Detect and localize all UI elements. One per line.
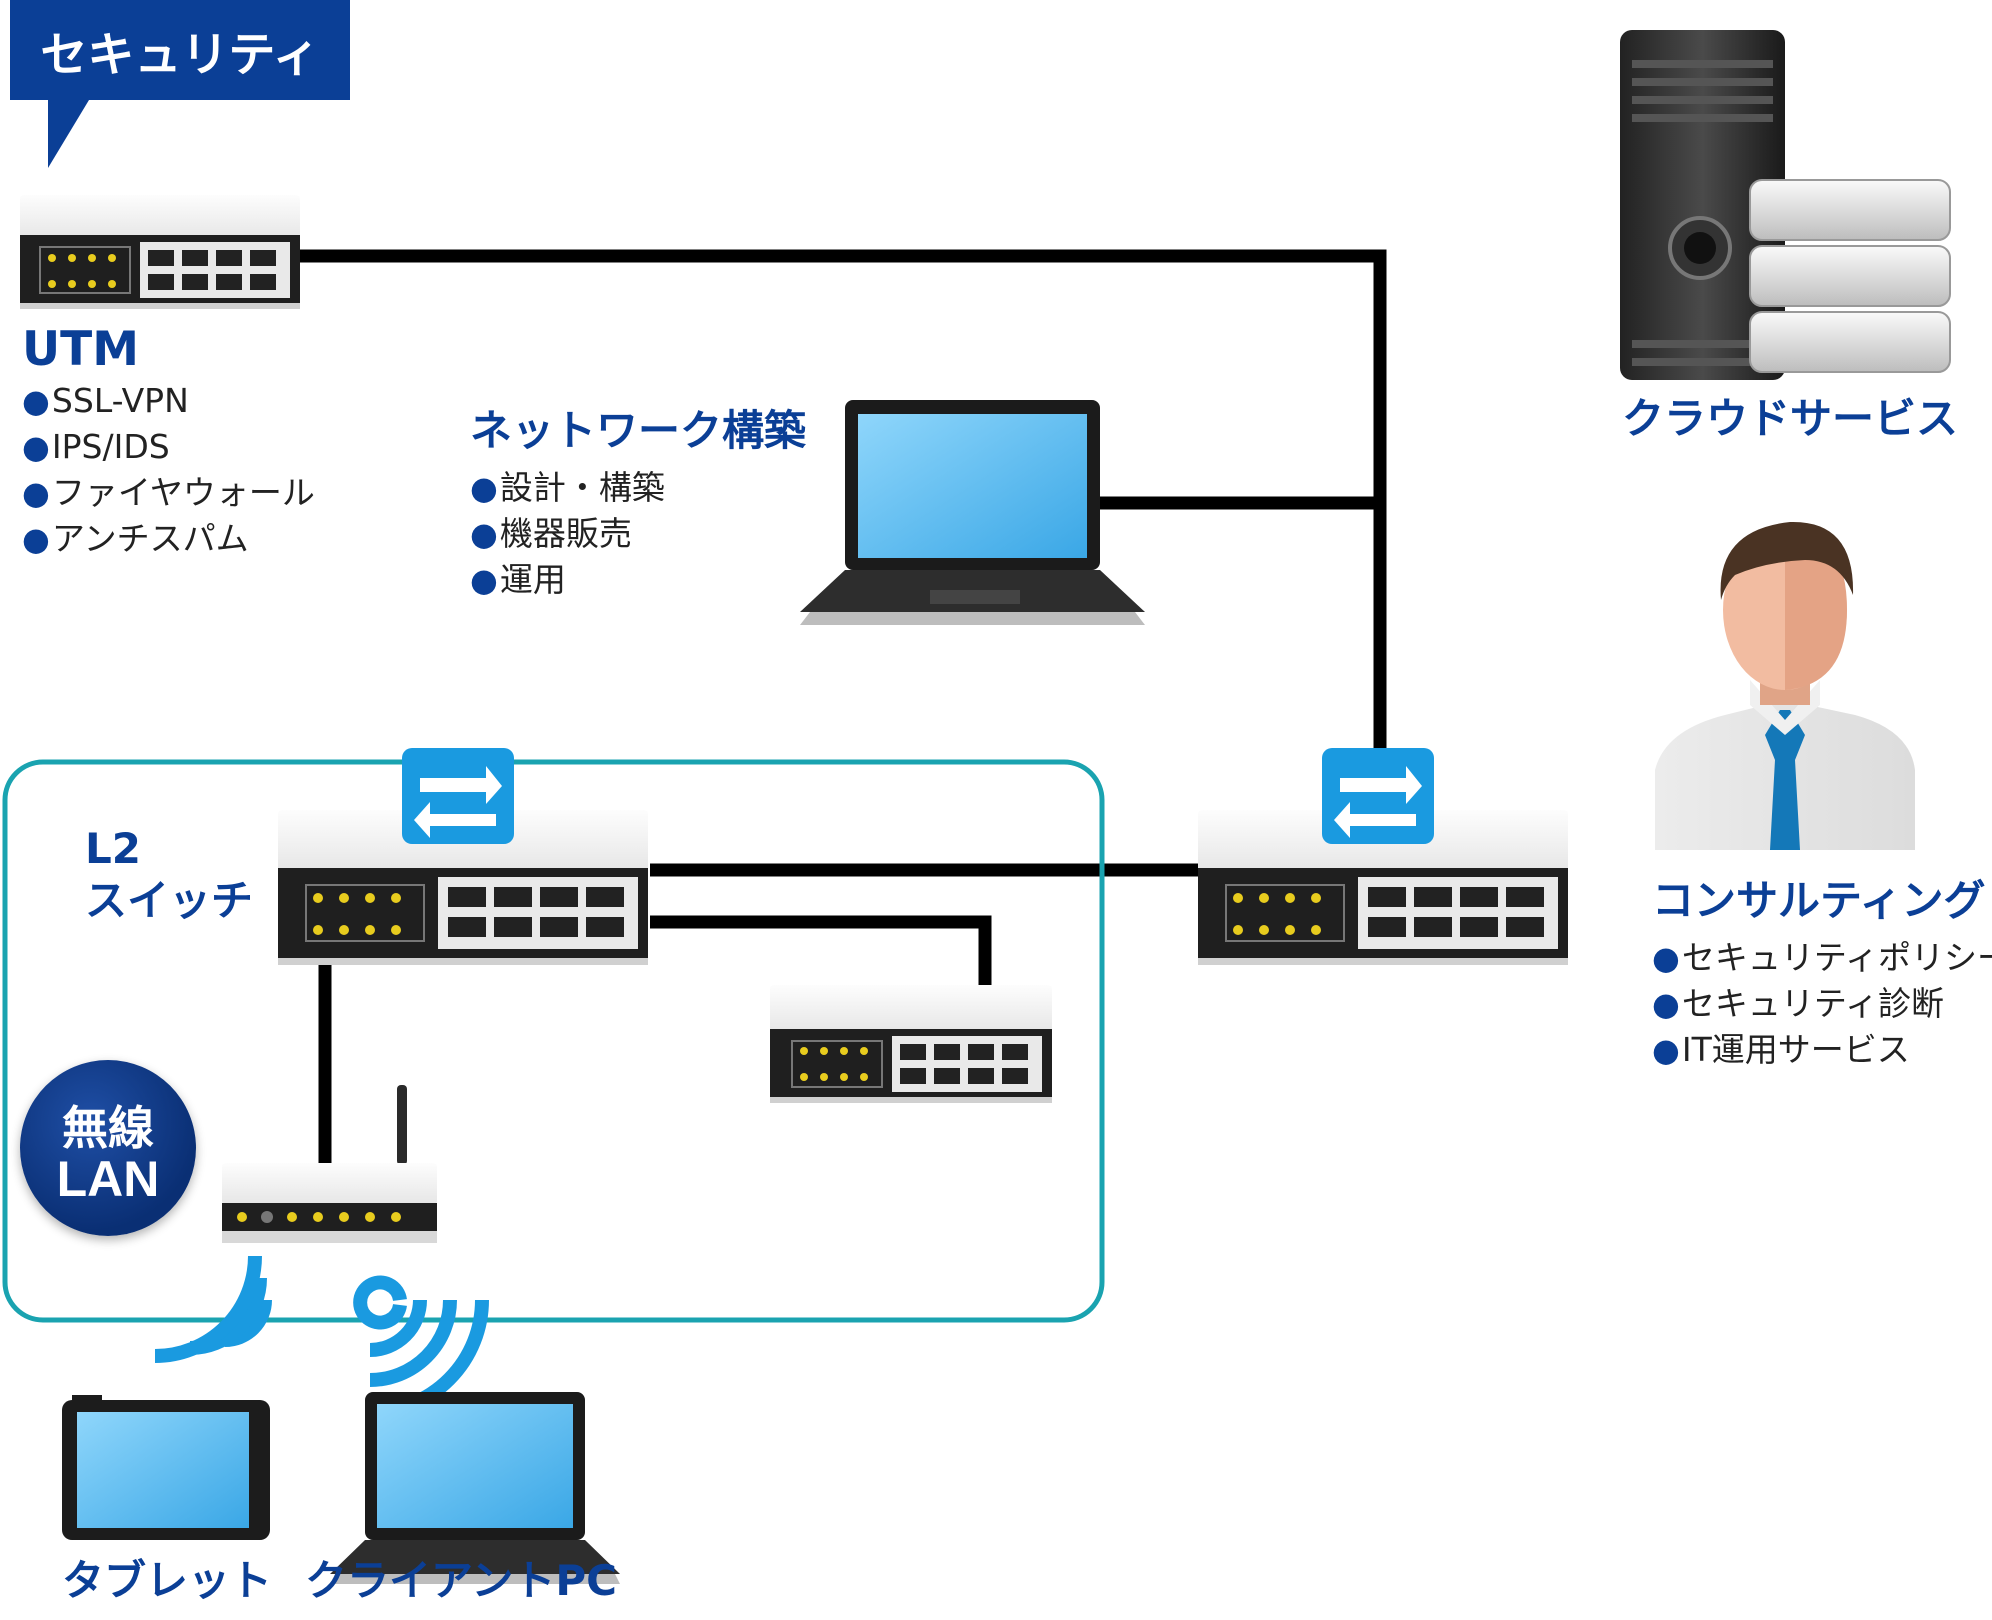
wifi-icon [353, 1275, 489, 1419]
list-item: ●機器販売 [470, 514, 632, 553]
person-icon [1655, 521, 1915, 850]
cloud-title: クラウドサービス [1622, 394, 1959, 443]
l2-switch-label-line2: スイッチ [85, 876, 254, 925]
security-tag: セキュリティ [10, 0, 350, 100]
list-item: ●SSL-VPN [22, 381, 189, 420]
list-item: ●設計・構築 [470, 468, 665, 507]
client-pc-label: クライアントPC [305, 1556, 617, 1605]
cables [296, 249, 1387, 1165]
hub-device-icon [770, 985, 1052, 1103]
wifi-icon [154, 1255, 272, 1363]
laptop-icon [800, 400, 1145, 625]
wireless-lan-badge: 無線 LAN [20, 1060, 196, 1236]
security-tag-tail [48, 95, 92, 168]
list-item: ●IT運用サービス [1652, 1030, 1910, 1069]
switch-icon [1322, 748, 1434, 844]
l2-segment-frame [2, 759, 1105, 1323]
server-tower-icon [1620, 30, 1785, 380]
database-icon [1749, 179, 1951, 373]
l2-switch-label-line1: L2 [85, 824, 141, 873]
cable-l2-to-hub [650, 915, 992, 985]
network-title: ネットワーク構築 [470, 406, 807, 455]
cable-utm-to-core [296, 249, 1387, 760]
tablet-icon [62, 1395, 270, 1540]
utm-appliance-icon [20, 195, 300, 309]
list-item: ●セキュリティ診断 [1652, 984, 1944, 1023]
tablet-label: タブレット [62, 1556, 273, 1605]
wlan-label-line2: LAN [56, 1151, 160, 1207]
utm-title: UTM [22, 322, 139, 377]
router-icon [222, 1085, 437, 1243]
list-item: ●ファイヤウォール [22, 473, 315, 512]
utm-feature-list: ●SSL-VPN ●IPS/IDS ●ファイヤウォール ●アンチスパム [22, 378, 315, 562]
list-item: ●運用 [470, 560, 566, 599]
switch-icon [402, 748, 514, 844]
consulting-title: コンサルティング [1652, 876, 1986, 925]
network-feature-list: ●設計・構築 ●機器販売 ●運用 [470, 465, 665, 603]
consulting-feature-list: ●セキュリティポリシー ●セキュリティ診断 ●IT運用サービス [1652, 935, 1992, 1073]
laptop-icon [330, 1392, 620, 1584]
list-item: ●IPS/IDS [22, 427, 170, 466]
list-item: ●アンチスパム [22, 519, 249, 558]
wlan-label-line1: 無線 [62, 1101, 154, 1155]
list-item: ●セキュリティポリシー [1652, 938, 1992, 977]
